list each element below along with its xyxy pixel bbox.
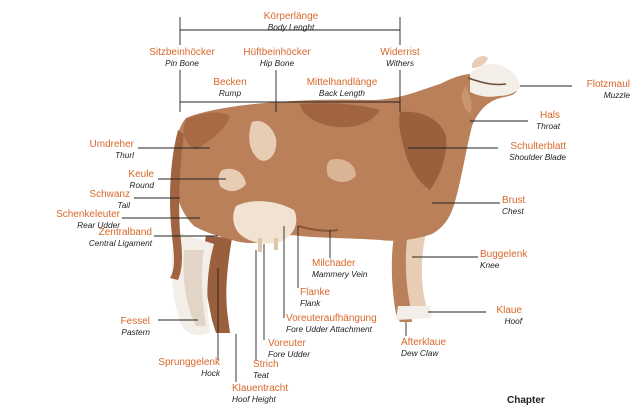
label-en: Hip Bone [222,59,332,67]
label-de: Keule [128,170,154,180]
label-en: Back Length [288,89,396,97]
teat-2 [274,238,278,250]
label-en: Teat [253,371,279,379]
label-en: Central Ligament [89,239,152,247]
label-de: Hals [536,111,560,121]
label-de: Buggelenk [480,250,527,260]
label-de: Flanke [300,288,330,298]
label-hip-bone: Hüftbeinhöcker Hip Bone [222,48,332,67]
label-hock: Sprunggelenk Hock [158,358,220,377]
label-en: Pastern [121,328,150,336]
label-flank: Flanke Flank [300,288,330,307]
label-back-length: Mittelhandlänge Back Length [288,78,396,97]
label-en: Thurl [90,151,134,159]
label-de: Schwanz [89,190,130,200]
label-de: Schenkeleuter [56,210,120,220]
label-teat: Strich Teat [253,360,279,379]
label-en: Chest [502,207,525,215]
label-en: Mammery Vein [312,270,367,278]
label-de: Widerrist [358,48,442,58]
label-de: Voreuteraufhängung [286,314,377,324]
label-en: Shoulder Blade [509,153,566,161]
label-de: Strich [253,360,279,370]
label-de: Becken [192,78,268,88]
label-en: Hock [158,369,220,377]
label-de: Umdreher [90,140,134,150]
label-body-length: Körperlänge Body Lenght [226,12,356,31]
label-en: Muzzle [587,91,630,99]
label-de: Afterklaue [401,338,446,348]
label-en: Throat [536,122,560,130]
label-muzzle: Flotzmaul Muzzle [587,80,630,99]
label-thurl: Umdreher Thurl [90,140,134,159]
label-withers: Widerrist Withers [358,48,442,67]
label-en: Flank [300,299,330,307]
label-de: Fessel [121,317,150,327]
label-shoulder-blade: Schulterblatt Shoulder Blade [509,142,566,161]
label-de: Schulterblatt [509,142,566,152]
front-hoof [396,306,432,320]
label-rump: Becken Rump [192,78,268,97]
label-fore-udder: Voreuter Fore Udder [268,339,310,358]
label-mammary-vein: Milchader Mammery Vein [312,259,367,278]
label-en: Fore Udder Attachment [286,325,377,333]
label-round: Keule Round [128,170,154,189]
label-de: Milchader [312,259,367,269]
label-de: Klaue [496,306,522,316]
label-en: Fore Udder [268,350,310,358]
label-hoof-height: Klauentracht Hoof Height [232,384,288,403]
label-de: Sprunggelenk [158,358,220,368]
label-de: Klauentracht [232,384,288,394]
label-hoof: Klaue Hoof [496,306,522,325]
label-pastern: Fessel Pastern [121,317,150,336]
label-en: Hoof Height [232,395,288,403]
label-en: Dew Claw [401,349,446,357]
label-de: Brust [502,196,525,206]
label-en: Knee [480,261,527,269]
label-de: Voreuter [268,339,310,349]
label-dew-claw: Afterklaue Dew Claw [401,338,446,357]
label-de: Mittelhandlänge [288,78,396,88]
label-en: Withers [358,59,442,67]
label-knee: Buggelenk Knee [480,250,527,269]
label-de: Zentralband [89,228,152,238]
label-central-ligament: Zentralband Central Ligament [89,228,152,247]
teat-1 [258,238,262,252]
label-de: Körperlänge [226,12,356,22]
label-en: Hoof [496,317,522,325]
label-throat: Hals Throat [536,111,560,130]
label-en: Rump [192,89,268,97]
label-tail: Schwanz Tail [89,190,130,209]
label-en: Body Lenght [226,23,356,31]
label-de: Hüftbeinhöcker [222,48,332,58]
label-en: Round [128,181,154,189]
label-fore-udder-attachment: Voreuteraufhängung Fore Udder Attachment [286,314,377,333]
label-chest: Brust Chest [502,196,525,215]
label-de: Flotzmaul [587,80,630,90]
